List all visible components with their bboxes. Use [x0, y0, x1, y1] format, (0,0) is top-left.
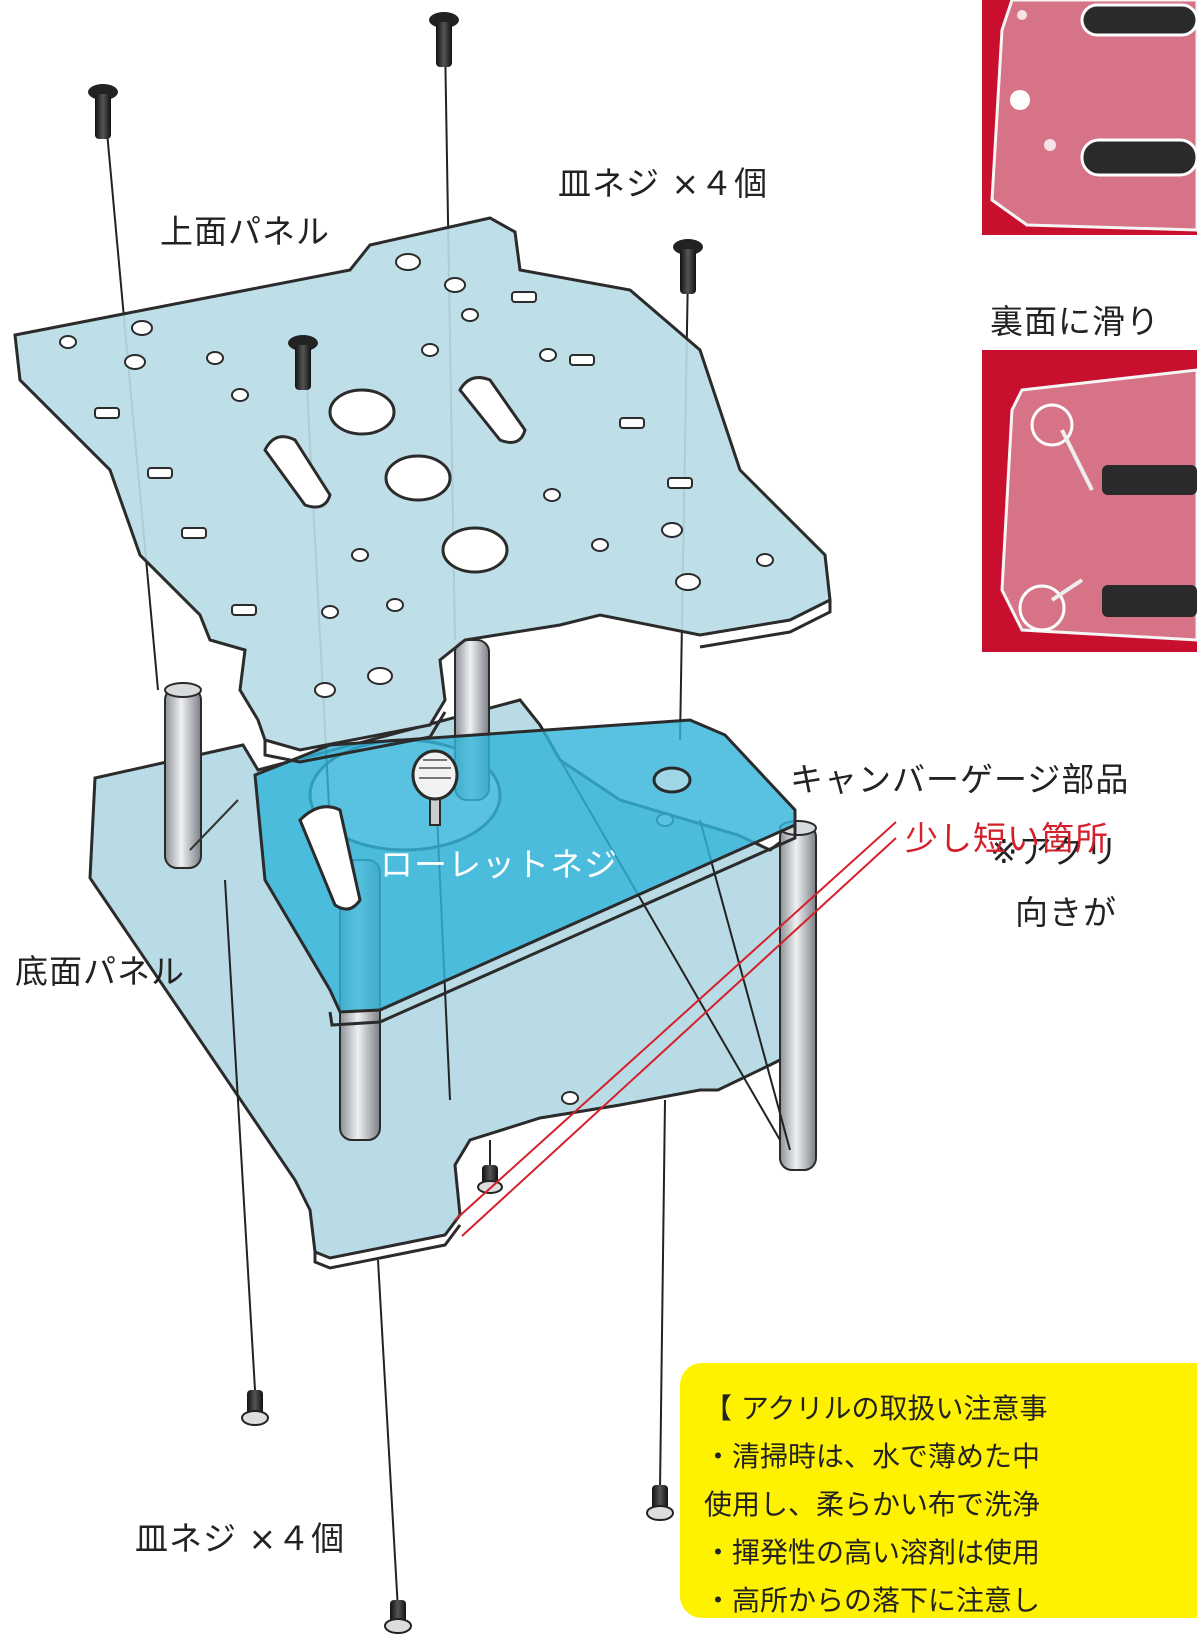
acrylic-note-line-2: 向きが: [1015, 893, 1117, 932]
camber-gauge-part: [253, 718, 797, 1027]
leader-lines: [189, 799, 897, 1237]
caution-line: ・高所からの落下に注意し: [704, 1584, 1041, 1617]
bottom-screws-label: 皿ネジ ×４個: [135, 1519, 346, 1558]
top-screws: [88, 12, 703, 390]
caution-line: 使用し、柔らかい布で洗浄: [704, 1488, 1041, 1521]
acrylic-handling-caution-box: 【 アクリルの取扱い注意事 ・清掃時は、水で薄めた中 使用し、柔らかい布で洗浄 …: [680, 1363, 1197, 1618]
top-panel-label: 上面パネル: [160, 212, 330, 251]
back-slide-label: 裏面に滑り: [990, 302, 1160, 341]
acrylic-note-line-1: ※アクリ: [990, 832, 1120, 871]
bottom-screws: [241, 1165, 674, 1634]
caution-title: 【 アクリルの取扱い注意事: [704, 1392, 1048, 1425]
caution-line: ・清掃時は、水で薄めた中: [704, 1440, 1041, 1473]
knurled-screw-label: ローレットネジ: [380, 845, 618, 884]
top-panel: [13, 216, 832, 764]
reference-photo-top: [982, 0, 1197, 235]
short-part-label: 少し短い箇所: [905, 819, 1109, 858]
knurled-screw-icon: [411, 749, 459, 826]
reference-photo-back: [982, 350, 1197, 652]
top-screws-label: 皿ネジ ×４個: [558, 164, 769, 203]
caution-line: ・揮発性の高い溶剤は使用: [704, 1536, 1041, 1569]
camber-part-label: キャンバーゲージ部品: [790, 760, 1130, 799]
bottom-panel-label: 底面パネル: [15, 952, 185, 991]
